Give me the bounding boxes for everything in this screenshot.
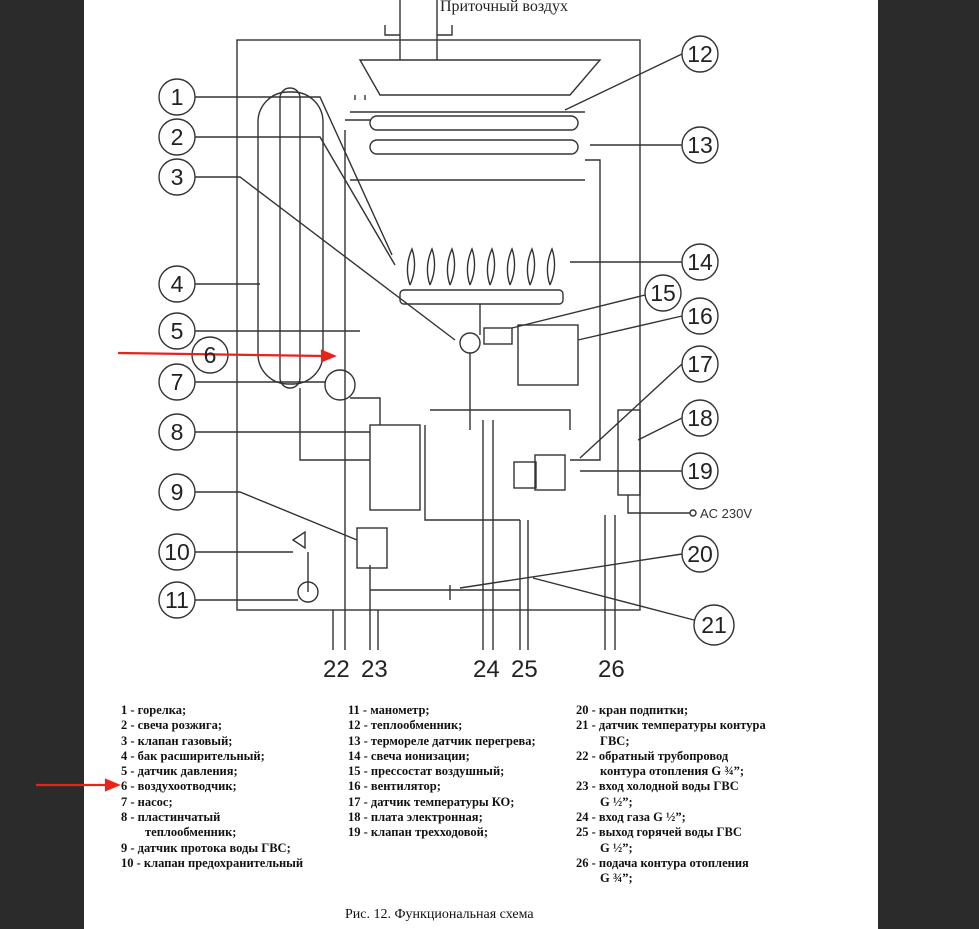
legend-item: 15 - прессостат воздушный; xyxy=(348,764,505,779)
legend-item: теплообменник; xyxy=(145,825,237,840)
legend-item: 1 - горелка; xyxy=(121,703,187,717)
ac-label: AC 230V xyxy=(700,506,752,521)
bottom-number-22: 22 xyxy=(323,656,350,683)
gas-valve xyxy=(459,332,481,354)
callout-18: 18 xyxy=(687,405,713,431)
callout-11: 11 xyxy=(165,587,189,613)
dhw-flow-sensor xyxy=(356,527,388,569)
legend-item: G ½”; xyxy=(600,840,633,855)
legend-item: 17 - датчик температуры КО; xyxy=(348,794,515,809)
legend-item: 2 - свеча розжига; xyxy=(121,718,222,733)
legend-item: 7 - насос; xyxy=(121,794,173,809)
callout-19: 19 xyxy=(687,458,713,484)
legend-item: 11 - манометр; xyxy=(348,703,430,717)
callout-8: 8 xyxy=(171,419,184,445)
legend-item: 12 - теплообменник; xyxy=(348,718,463,733)
fan xyxy=(517,324,579,386)
callout-10: 10 xyxy=(164,539,190,565)
callout-5: 5 xyxy=(171,318,184,344)
callout-9: 9 xyxy=(171,479,184,505)
legend-item: 16 - вентилятор; xyxy=(348,779,441,794)
bottom-number-24: 24 xyxy=(473,656,500,683)
expansion-tank xyxy=(257,91,324,385)
electronic-board xyxy=(617,409,641,496)
flue-hood xyxy=(358,59,602,96)
heat-exchanger-pipe-bottom xyxy=(369,139,579,155)
callout-13: 13 xyxy=(687,132,713,158)
legend-column-1: 1 - горелка; 2 - свеча розжига; 3 - клап… xyxy=(121,703,303,871)
bottom-number-23: 23 xyxy=(361,656,388,683)
legend-item: 6 - воздухоотводчик; xyxy=(121,779,237,794)
legend-item: 10 - клапан предохранительный xyxy=(121,855,304,870)
callout-16: 16 xyxy=(687,303,713,329)
legend-item: 8 - пластинчатый xyxy=(121,810,221,825)
legend-item: 14 - свеча ионизации; xyxy=(348,748,470,763)
legend-item: 3 - клапан газовый; xyxy=(121,733,233,748)
callout-21: 21 xyxy=(701,612,727,638)
burner-flames xyxy=(406,247,556,286)
callout-12: 12 xyxy=(687,41,713,67)
burner xyxy=(399,289,564,305)
legend-item: 5 - датчик давления; xyxy=(121,764,238,779)
legend-item: 21 - датчик температуры контура xyxy=(576,718,766,733)
plate-heat-exchanger xyxy=(369,424,421,511)
legend-item: 13 - термореле датчик перегрева; xyxy=(348,733,536,748)
legend-item: 24 - вход газа G ½”; xyxy=(576,810,686,825)
pump xyxy=(324,369,356,401)
heat-exchanger-pipe-top xyxy=(369,115,579,131)
callout-1: 1 xyxy=(171,84,184,110)
top-label: Приточный воздух xyxy=(440,0,568,15)
boiler-housing xyxy=(236,39,641,611)
legend-item: G ½”; xyxy=(600,794,633,809)
callout-7: 7 xyxy=(171,369,184,395)
legend-item: 23 - вход холодной воды ГВС xyxy=(576,779,739,794)
callout-4: 4 xyxy=(171,271,184,297)
legend-item: 4 - бак расширительный; xyxy=(121,748,265,763)
legend-item: контура отопления G ¾”; xyxy=(600,764,745,779)
callout-2: 2 xyxy=(171,124,184,150)
bottom-number-25: 25 xyxy=(511,656,538,683)
legend-item: 19 - клапан трехходовой; xyxy=(348,825,488,840)
legend-item: 18 - плата электронная; xyxy=(348,810,483,825)
callout-17: 17 xyxy=(687,351,713,377)
figure-caption: Рис. 12. Функциональная схема xyxy=(345,907,534,922)
legend-item: ГВС; xyxy=(600,733,630,748)
legend-column-3: 20 - кран подпитки; 21 - датчик температ… xyxy=(576,703,766,887)
legend-item: 20 - кран подпитки; xyxy=(576,703,689,717)
red-arrow-diagram xyxy=(117,351,326,358)
bottom-number-26: 26 xyxy=(598,656,625,683)
callout-3: 3 xyxy=(171,164,184,190)
document-page xyxy=(84,0,878,929)
legend-column-2: 11 - манометр; 12 - теплообменник; 13 - … xyxy=(348,703,536,841)
legend-item: 25 - выход горячей воды ГВС xyxy=(576,825,742,840)
legend-item: 22 - обратный трубопровод xyxy=(576,748,729,763)
legend-item: 9 - датчик протока воды ГВС; xyxy=(121,840,291,855)
callout-6: 6 xyxy=(204,342,217,368)
heat-exchanger-fins xyxy=(350,111,585,181)
legend-item: 26 - подача контура отопления xyxy=(576,855,749,870)
callout-20: 20 xyxy=(687,541,713,567)
three-way-valve xyxy=(534,454,566,491)
legend-item: G ¾”; xyxy=(600,871,633,886)
callout-14: 14 xyxy=(687,249,713,275)
callout-15: 15 xyxy=(650,280,676,306)
